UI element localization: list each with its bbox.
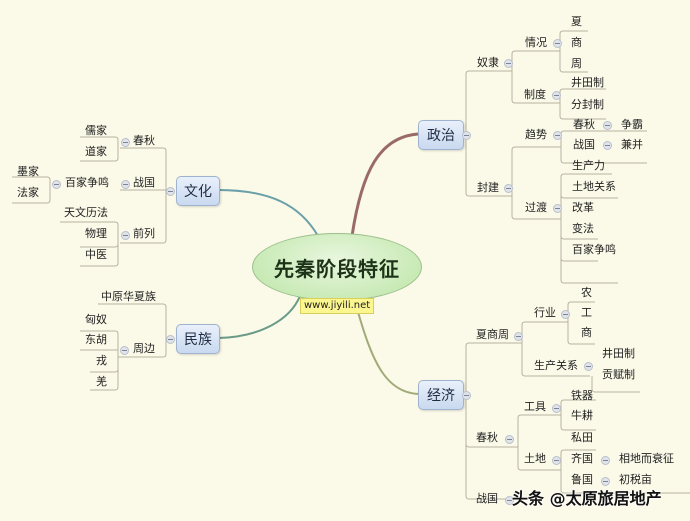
leaf-ox-plowing[interactable]: 牛耕	[571, 409, 593, 422]
topic-slavery[interactable]: 奴隶	[477, 56, 499, 69]
collapse-toggle-icon[interactable]	[504, 184, 513, 193]
collapse-toggle-icon[interactable]	[504, 59, 513, 68]
leaf-private-field[interactable]: 私田	[571, 431, 593, 444]
leaf-reform[interactable]: 改革	[572, 201, 594, 214]
leaf-qiang[interactable]: 羌	[96, 375, 107, 388]
leaf-xia[interactable]: 夏	[571, 15, 582, 28]
leaf-shang[interactable]: 商	[571, 36, 582, 49]
collapse-toggle-icon[interactable]	[121, 180, 130, 189]
leaf-donghu[interactable]: 东胡	[85, 333, 107, 346]
branch-economy-label: 经济	[427, 388, 455, 404]
collapse-toggle-icon[interactable]	[166, 335, 175, 344]
leaf-productivity[interactable]: 生产力	[572, 159, 605, 172]
url-tag: www.jiyili.net	[300, 298, 375, 314]
collapse-toggle-icon[interactable]	[603, 141, 612, 150]
leaf-rong[interactable]: 戎	[96, 354, 107, 367]
topic-hundred-schools[interactable]: 百家争鸣	[65, 176, 109, 189]
leaf-tribute[interactable]: 贡赋制	[602, 368, 635, 381]
topic-spring-autumn[interactable]: 春秋	[476, 431, 498, 444]
collapse-toggle-icon[interactable]	[462, 131, 471, 140]
collapse-toggle-icon[interactable]	[601, 456, 610, 465]
collapse-toggle-icon[interactable]	[121, 138, 130, 147]
collapse-toggle-icon[interactable]	[553, 204, 562, 213]
topic-spring-autumn[interactable]: 春秋	[133, 134, 155, 147]
branch-politics-label: 政治	[427, 128, 455, 144]
collapse-toggle-icon[interactable]	[561, 310, 570, 319]
branch-economy[interactable]: 经济	[418, 380, 464, 410]
collapse-toggle-icon[interactable]	[552, 456, 561, 465]
topic-periphery[interactable]: 周边	[133, 342, 155, 355]
collapse-toggle-icon[interactable]	[120, 346, 129, 355]
leaf-taoism[interactable]: 道家	[85, 145, 107, 158]
leaf-mohism[interactable]: 墨家	[17, 165, 39, 178]
topic-system[interactable]: 制度	[524, 88, 546, 101]
leaf-well-field[interactable]: 井田制	[571, 76, 604, 89]
collapse-toggle-icon[interactable]	[603, 121, 612, 130]
branch-ethnic-label: 民族	[184, 332, 212, 348]
central-topic-label: 先秦阶段特征	[274, 256, 400, 281]
leaf-astronomy-calendar[interactable]: 天文历法	[64, 206, 108, 219]
topic-production-relations[interactable]: 生产关系	[534, 359, 578, 372]
leaf-craft[interactable]: 工	[581, 306, 592, 319]
topic-feudal[interactable]: 封建	[477, 181, 499, 194]
topic-xia-shang-zhou[interactable]: 夏商周	[476, 328, 509, 341]
leaf-enfeoffment[interactable]: 分封制	[571, 98, 604, 111]
leaf-law-change[interactable]: 变法	[572, 222, 594, 235]
topic-land[interactable]: 土地	[524, 452, 546, 465]
collapse-toggle-icon[interactable]	[505, 496, 514, 505]
leaf-central-plains[interactable]: 中原华夏族	[101, 290, 156, 303]
topic-industry[interactable]: 行业	[534, 306, 556, 319]
leaf-iron-tools[interactable]: 铁器	[571, 389, 593, 402]
leaf-hundred-schools[interactable]: 百家争鸣	[572, 243, 616, 256]
leaf-chinese-medicine[interactable]: 中医	[85, 248, 107, 261]
collapse-toggle-icon[interactable]	[553, 131, 562, 140]
collapse-toggle-icon[interactable]	[552, 91, 561, 100]
collapse-toggle-icon[interactable]	[52, 180, 61, 189]
leaf-zhou[interactable]: 周	[571, 57, 582, 70]
leaf-qi-tax[interactable]: 相地而衰征	[619, 452, 674, 465]
collapse-toggle-icon[interactable]	[514, 332, 523, 341]
leaf-hegemony[interactable]: 争霸	[621, 118, 643, 131]
topic-transition[interactable]: 过渡	[525, 201, 547, 214]
topic-warring-states[interactable]: 战国	[573, 138, 595, 151]
topic-qi-state[interactable]: 齐国	[571, 452, 593, 465]
branch-politics[interactable]: 政治	[418, 120, 464, 150]
collapse-toggle-icon[interactable]	[121, 231, 130, 240]
leaf-physics[interactable]: 物理	[85, 227, 107, 240]
leaf-annexation[interactable]: 兼并	[621, 138, 643, 151]
watermark: 头条 @太原旅居地产	[512, 489, 662, 508]
collapse-toggle-icon[interactable]	[584, 362, 593, 371]
collapse-toggle-icon[interactable]	[553, 39, 562, 48]
topic-warring-states[interactable]: 战国	[476, 492, 498, 505]
topic-trend[interactable]: 趋势	[525, 128, 547, 141]
leaf-lu-tax[interactable]: 初税亩	[619, 473, 652, 486]
topic-situation[interactable]: 情况	[525, 36, 547, 49]
collapse-toggle-icon[interactable]	[505, 435, 514, 444]
branch-culture[interactable]: 文化	[176, 176, 220, 206]
leaf-commerce[interactable]: 商	[581, 326, 592, 339]
leaf-agriculture[interactable]: 农	[581, 286, 592, 299]
collapse-toggle-icon[interactable]	[462, 391, 471, 400]
topic-lu-state[interactable]: 鲁国	[571, 473, 593, 486]
branch-culture-label: 文化	[184, 184, 212, 200]
topic-leading[interactable]: 前列	[133, 227, 155, 240]
topic-spring-autumn[interactable]: 春秋	[573, 118, 595, 131]
topic-tools[interactable]: 工具	[524, 400, 546, 413]
leaf-confucianism[interactable]: 儒家	[85, 124, 107, 137]
leaf-legalism[interactable]: 法家	[17, 186, 39, 199]
leaf-land-relations[interactable]: 土地关系	[572, 180, 616, 193]
branch-ethnic[interactable]: 民族	[176, 324, 220, 354]
topic-warring-states[interactable]: 战国	[133, 176, 155, 189]
leaf-well-field[interactable]: 井田制	[602, 347, 635, 360]
collapse-toggle-icon[interactable]	[601, 477, 610, 486]
collapse-toggle-icon[interactable]	[552, 404, 561, 413]
central-topic[interactable]: 先秦阶段特征	[252, 233, 422, 301]
collapse-toggle-icon[interactable]	[166, 187, 175, 196]
leaf-xiongnu[interactable]: 匈奴	[85, 313, 107, 326]
